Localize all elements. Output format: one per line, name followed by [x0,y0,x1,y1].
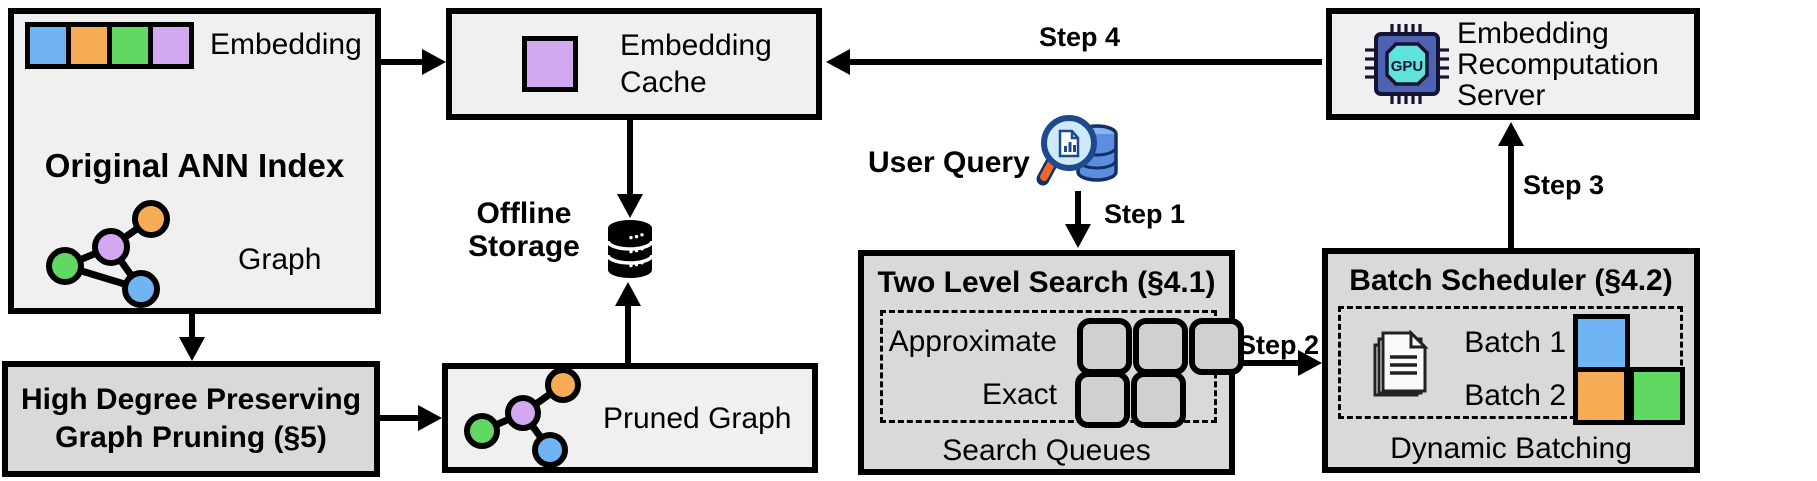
embedding-strip-icon [25,22,194,69]
recomputation-server-box: GPU Embedding Recomputation Server [1326,8,1700,120]
user-query-label: User Query [868,146,1030,179]
graph-pruning-title: High Degree Preserving Graph Pruning (§5… [20,383,362,454]
gpu-chip-icon: GPU [1365,24,1449,104]
embedding-cell-orange [71,27,107,64]
original-ann-index-box: Embedding Original ANN Index Graph [8,8,381,314]
search-queues-label: Search Queues [942,434,1151,467]
batch1-item-blue [1573,314,1630,372]
two-level-search-box: Two Level Search (§4.1) Approximate Exac… [858,250,1244,475]
queue-slot [1075,371,1130,428]
graph-node-blue [122,270,160,308]
graph-node-orange [132,200,170,238]
approximate-queue-slots [1077,318,1244,375]
graph-node-purple [505,395,541,431]
batch-scheduler-title: Batch Scheduler (§4.2) [1349,264,1673,297]
batch2-items [1573,367,1685,425]
graph-node-green [464,413,500,449]
queue-slot [1189,318,1244,375]
batch2-label: Batch 2 [1464,379,1566,412]
offline-storage-label: Offline Storage [468,197,580,263]
queue-slot [1131,371,1186,428]
embedding-cell-blue [30,27,66,64]
step3-label: Step 3 [1523,170,1605,200]
cached-embedding-icon [522,36,578,92]
graph-node-orange [545,367,581,403]
batch2-item-orange [1573,367,1629,425]
graph-label: Graph [238,243,322,276]
document-stack-icon [1373,329,1429,397]
graph-node-purple [92,228,130,266]
search-queues-region: Approximate Exact [880,310,1244,428]
pruned-graph-label: Pruned Graph [603,402,792,435]
exact-label: Exact [981,378,1057,411]
queue-slot [1077,318,1132,375]
database-icon [606,220,654,278]
embedding-cell-green [112,27,148,64]
graph-pruning-box: High Degree Preserving Graph Pruning (§5… [2,361,380,477]
original-index-title: Original ANN Index [44,147,345,184]
queue-slot [1133,318,1188,375]
dynamic-batching-label: Dynamic Batching [1390,432,1632,465]
pruned-graph-icon [464,367,581,468]
embedding-cache-box: Embedding Cache [446,8,822,120]
step2-label: Step 2 [1238,330,1320,360]
graph-node-blue [532,432,568,468]
recomputation-server-title: Embedding Recomputation Server [1457,16,1659,112]
query-magnifier-icon [1036,115,1118,186]
two-level-search-title: Two Level Search (§4.1) [877,266,1216,299]
gpu-label: GPU [1391,58,1424,75]
batch1-label: Batch 1 [1464,326,1566,359]
embedding-cell-purple [153,27,189,64]
batch-scheduler-box: Batch Scheduler (§4.2) Batch 1 Batch 2 [1322,248,1700,473]
embedding-cache-title: Embedding Cache [620,29,772,99]
approximate-label: Approximate [888,325,1057,358]
dynamic-batching-region: Batch 1 Batch 2 [1338,306,1685,425]
graph-icon [46,200,170,308]
batch2-item-green [1629,367,1685,425]
step1-label: Step 1 [1104,199,1186,229]
step4-label: Step 4 [1039,22,1121,52]
embedding-label: Embedding [210,28,362,61]
graph-node-green [46,247,84,285]
pruned-graph-box: Pruned Graph [442,363,818,473]
exact-queue-slots [1075,371,1186,428]
